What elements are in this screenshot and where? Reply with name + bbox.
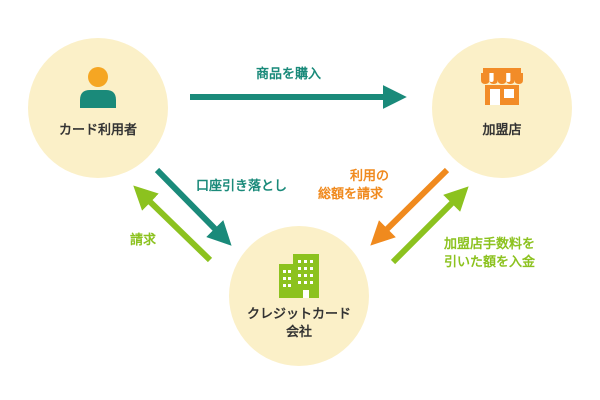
- payment-arrow: [390, 186, 469, 265]
- merchant-label: 加盟店: [482, 123, 522, 138]
- card-company-label-line1: クレジットカード: [246, 307, 351, 322]
- cardholder-label: カード利用者: [58, 123, 137, 138]
- billing-user-arrow: [133, 185, 213, 263]
- billing-total-arrow: [370, 167, 450, 246]
- billing-total-label-line1: 利用の: [350, 169, 390, 184]
- payment-label-line2: 引いた額を入金: [444, 255, 536, 270]
- billing-total-label-line2: 総額を請求: [318, 187, 384, 202]
- card-company-node: クレジットカード 会社: [229, 226, 369, 366]
- card-company-label-line2: 会社: [285, 325, 312, 340]
- cardholder-node: カード利用者: [28, 38, 168, 178]
- merchant-node: 加盟店: [432, 38, 572, 178]
- purchase-label: 商品を購入: [256, 67, 322, 82]
- shop-icon: [481, 68, 523, 105]
- debit-label: 口座引き落とし: [196, 179, 288, 194]
- debit-arrow: [154, 167, 232, 246]
- payment-label-line1: 加盟店手数料を: [444, 237, 536, 252]
- billing-user-label: 請求: [130, 233, 157, 248]
- building-icon: [279, 254, 319, 298]
- person-icon: [80, 67, 116, 108]
